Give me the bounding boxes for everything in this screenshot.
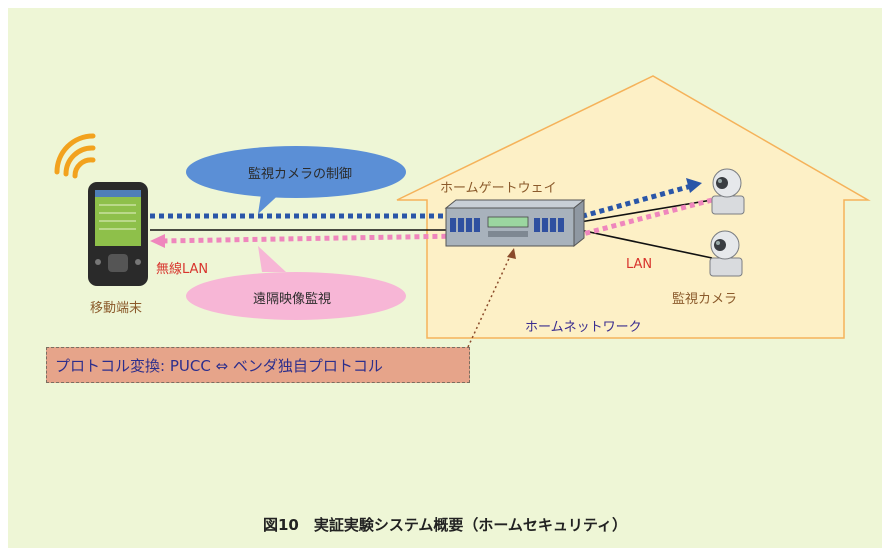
surveillance-camera-icon-1: [711, 168, 745, 215]
control-arrowhead-icon: [686, 178, 702, 193]
home-network-label: ホームネットワーク: [525, 320, 642, 335]
control-bubble-label: 監視カメラの制御: [248, 167, 353, 182]
surveillance-camera-icon-2: [709, 230, 743, 277]
gateway-label: ホームゲートウェイ: [440, 181, 557, 196]
mobile-terminal-icon: [88, 182, 148, 286]
video-path-arrow: [159, 197, 713, 244]
protocol-conversion-box: プロトコル変換: PUCC ⇔ ベンダ独自プロトコル: [46, 347, 470, 383]
wireless-lan-label: 無線LAN: [156, 262, 209, 277]
house-outline: [396, 75, 871, 339]
figure-caption: 図10 実証実験システム概要（ホームセキュリティ）: [262, 516, 628, 534]
home-gateway-icon: [444, 198, 586, 248]
mobile-terminal-label: 移動端末: [90, 301, 143, 316]
camera-label: 監視カメラ: [672, 292, 738, 307]
lan-label: LAN: [626, 257, 653, 272]
remote-bubble-label: 遠隔映像監視: [253, 292, 332, 307]
protocol-arrowhead-icon: [507, 248, 516, 259]
lan-link-camera-2: [579, 229, 713, 259]
wireless-signal-icon: [54, 133, 96, 179]
control-bubble: [186, 146, 406, 214]
remote-monitoring-bubble: [186, 246, 406, 320]
video-arrowhead-icon: [150, 234, 165, 248]
